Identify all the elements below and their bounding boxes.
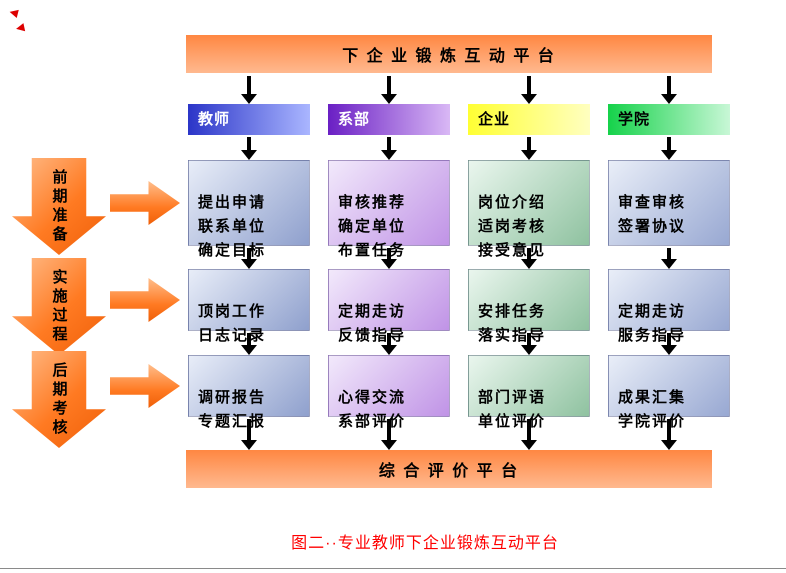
box-text: 顶岗工作 日志记录 (198, 303, 267, 344)
column-header-label: 教师 (198, 111, 231, 128)
column-header-label: 企业 (478, 111, 511, 128)
stage-arrow-assessment: 后期考核 (12, 351, 106, 448)
box-text: 定期走访 反馈指导 (338, 303, 407, 344)
down-arrow-connector (667, 333, 671, 345)
stage-pointer-preparation-icon (110, 181, 180, 225)
column-header-label: 系部 (338, 111, 371, 128)
box-college-process: 定期走访 服务指导 (608, 269, 730, 344)
box-text: 审查审核 签署协议 (618, 194, 687, 235)
down-arrow-connector (527, 76, 531, 94)
box-teacher-assessment: 调研报告 专题汇报 (188, 355, 310, 430)
box-text: 心得交流 系部评价 (338, 389, 407, 430)
down-arrow-connector (247, 137, 251, 150)
top-banner: 下 企 业 锻 炼 互 动 平 台 (186, 35, 712, 73)
stage-pointer-assessment-icon (110, 364, 180, 408)
down-arrow-connector (527, 137, 531, 150)
down-arrow-connector (387, 419, 391, 440)
top-banner-label: 下 企 业 锻 炼 互 动 平 台 (342, 48, 556, 65)
box-department-process: 定期走访 反馈指导 (328, 269, 450, 344)
box-text: 提出申请 联系单位 确定目标 (198, 194, 267, 259)
page-boundary-line (0, 568, 786, 569)
bottom-banner: 综 合 评 价 平 台 (186, 450, 712, 488)
box-college-preparation: 审查审核 签署协议 (608, 160, 730, 246)
box-department-assessment: 心得交流 系部评价 (328, 355, 450, 430)
down-arrow-connector (387, 137, 391, 150)
down-arrow-connector (667, 248, 671, 259)
bottom-banner-label: 综 合 评 价 平 台 (378, 463, 520, 480)
down-arrow-connector (527, 248, 531, 259)
box-enterprise-assessment: 部门评语 单位评价 (468, 355, 590, 430)
down-arrow-connector (667, 76, 671, 94)
column-header-label: 学院 (618, 111, 651, 128)
stage-label: 前期准备 (50, 168, 68, 245)
box-enterprise-preparation: 岗位介绍 适岗考核 接受意见 (468, 160, 590, 259)
box-text: 定期走访 服务指导 (618, 303, 687, 344)
box-text: 部门评语 单位评价 (478, 389, 547, 430)
down-arrow-connector (247, 76, 251, 94)
down-arrow-connector (387, 76, 391, 94)
down-arrow-connector (387, 248, 391, 259)
column-header-enterprise: 企业 (468, 104, 590, 135)
box-enterprise-process: 安排任务 落实指导 (468, 269, 590, 344)
stage-pointer-implementation-icon (110, 278, 180, 322)
box-teacher-process: 顶岗工作 日志记录 (188, 269, 310, 344)
down-arrow-connector (247, 419, 251, 440)
down-arrow-connector (247, 248, 251, 259)
column-header-college: 学院 (608, 104, 730, 135)
stage-arrow-preparation: 前期准备 (12, 158, 106, 255)
box-department-preparation: 审核推荐 确定单位 布置任务 (328, 160, 450, 259)
figure-caption: 图二··专业教师下企业锻炼互动平台 (291, 535, 559, 552)
box-text: 调研报告 专题汇报 (198, 389, 267, 430)
down-arrow-connector (667, 419, 671, 440)
column-header-teacher: 教师 (188, 104, 310, 135)
box-text: 安排任务 落实指导 (478, 303, 547, 344)
down-arrow-connector (527, 419, 531, 440)
down-arrow-connector (527, 333, 531, 345)
down-arrow-connector (247, 333, 251, 345)
box-teacher-preparation: 提出申请 联系单位 确定目标 (188, 160, 310, 259)
down-arrow-connector (667, 137, 671, 150)
box-text: 岗位介绍 适岗考核 接受意见 (478, 194, 547, 259)
box-college-assessment: 成果汇集 学院评价 (608, 355, 730, 430)
box-text: 审核推荐 确定单位 布置任务 (338, 194, 407, 259)
column-header-department: 系部 (328, 104, 450, 135)
stage-label: 实施过程 (50, 268, 68, 345)
revision-arrow-icon: ◄ (11, 17, 29, 37)
stage-arrow-implementation: 实施过程 (12, 258, 106, 355)
down-arrow-connector (387, 333, 391, 345)
stage-label: 后期考核 (50, 361, 68, 438)
box-text: 成果汇集 学院评价 (618, 389, 687, 430)
